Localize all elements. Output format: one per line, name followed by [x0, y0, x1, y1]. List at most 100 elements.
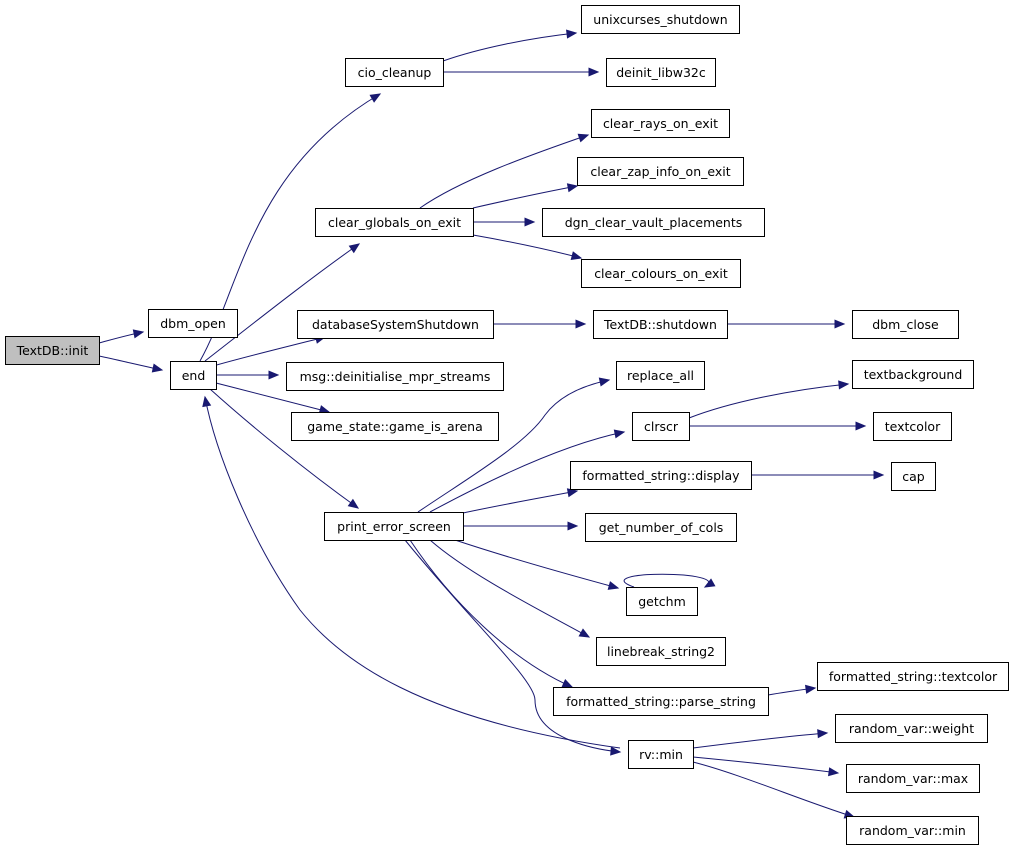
node-box	[591, 109, 730, 138]
node-label: dbm_close	[872, 317, 939, 332]
arrowhead	[610, 746, 622, 756]
node-clear-rays-on-exit[interactable]: clear_rays_on_exit	[591, 109, 730, 138]
arrowhead	[202, 395, 212, 408]
arrowhead	[873, 470, 885, 480]
node-box	[577, 157, 744, 186]
edge-formatted-string-parse-string-to-formatted-string-textcolor	[767, 684, 817, 696]
node-rv-min[interactable]: rv::min	[628, 740, 694, 769]
arrowhead	[703, 578, 716, 588]
node-linebreak-string2[interactable]: linebreak_string2	[596, 637, 726, 666]
arrowhead	[588, 67, 600, 77]
edge-line	[442, 32, 577, 62]
edge-cio-cleanup-to-unixcurses-shutdown	[442, 29, 578, 62]
edge-line	[692, 756, 839, 774]
edge-clear-globals-on-exit-to-clear-colours-on-exit	[472, 234, 583, 261]
arrowhead	[613, 429, 626, 439]
edge-end-to-clear-globals-on-exit	[204, 243, 361, 362]
edge-print-error-screen-to-getchm	[454, 539, 620, 590]
node-textdb-shutdown[interactable]: TextDB::shutdown	[593, 310, 728, 339]
edge-rv-min-to-end	[202, 395, 621, 749]
edge-textdb-init-to-end	[98, 355, 164, 373]
node-box	[291, 412, 499, 441]
arrowhead	[566, 488, 579, 498]
node-formatted-string-parse-string[interactable]: formatted_string::parse_string	[553, 687, 769, 716]
arrowhead	[570, 251, 583, 261]
node-dgn-clear-vault-placements[interactable]: dgn_clear_vault_placements	[542, 208, 765, 237]
node-box	[891, 462, 936, 491]
arrowhead	[805, 684, 817, 694]
edge-textdb-shutdown-to-dbm-close	[727, 319, 846, 329]
edge-cio-cleanup-to-deinit-libw32c	[443, 67, 600, 77]
edge-end-to-game-state-game-is-arena	[215, 382, 331, 415]
node-label: formatted_string::textcolor	[829, 669, 998, 684]
node-dbm-open[interactable]: dbm_open	[148, 309, 238, 338]
edge-print-error-screen-to-formatted-string-parse-string	[409, 539, 574, 688]
edge-formatted-string-display-to-cap	[751, 470, 885, 480]
edge-line	[462, 490, 578, 514]
edge-line	[204, 243, 360, 362]
node-label: clear_rays_on_exit	[603, 116, 718, 131]
node-label: clrscr	[644, 419, 679, 434]
node-box	[315, 208, 474, 237]
edge-line	[417, 379, 610, 513]
node-box	[632, 412, 690, 441]
node-getchm[interactable]: getchm	[626, 587, 698, 616]
arrowhead	[566, 29, 578, 39]
node-print-error-screen[interactable]: print_error_screen	[324, 512, 464, 541]
node-label: textcolor	[885, 419, 941, 434]
node-msg-deinitialise-mpr-streams[interactable]: msg::deinitialise_mpr_streams	[286, 362, 504, 391]
node-label: textbackground	[864, 367, 963, 382]
node-random-var-weight[interactable]: random_var::weight	[835, 714, 988, 743]
node-game-state-game-is-arena[interactable]: game_state::game_is_arena	[291, 412, 499, 441]
node-textdb-init[interactable]: TextDB::init	[5, 336, 100, 365]
edge-line	[204, 396, 621, 749]
node-formatted-string-display[interactable]: formatted_string::display	[570, 461, 752, 490]
node-box	[170, 361, 217, 390]
node-end[interactable]: end	[170, 361, 217, 390]
node-label: TextDB::shutdown	[603, 317, 717, 332]
node-unixcurses-shutdown[interactable]: unixcurses_shutdown	[581, 5, 740, 34]
edge-line	[692, 761, 855, 818]
edge-line	[454, 539, 619, 589]
edge-line	[472, 234, 582, 259]
arrowhead	[817, 729, 829, 739]
node-formatted-string-textcolor[interactable]: formatted_string::textcolor	[817, 662, 1009, 691]
node-label: cio_cleanup	[358, 65, 432, 80]
node-box	[148, 309, 238, 338]
node-box	[324, 512, 464, 541]
arrowhead	[151, 363, 164, 373]
node-box	[542, 208, 765, 237]
node-label: msg::deinitialise_mpr_streams	[300, 369, 491, 384]
node-random-var-min[interactable]: random_var::min	[846, 816, 979, 845]
node-cio-cleanup[interactable]: cio_cleanup	[345, 58, 444, 87]
edge-print-error-screen-to-replace-all	[417, 377, 611, 513]
node-clear-zap-info-on-exit[interactable]: clear_zap_info_on_exit	[577, 157, 744, 186]
node-replace-all[interactable]: replace_all	[616, 361, 705, 390]
node-deinit-libw32c[interactable]: deinit_libw32c	[606, 58, 716, 87]
node-get-number-of-cols[interactable]: get_number_of_cols	[585, 513, 737, 542]
node-clear-colours-on-exit[interactable]: clear_colours_on_exit	[581, 259, 741, 288]
node-label: deinit_libw32c	[616, 65, 706, 80]
node-random-var-max[interactable]: random_var::max	[846, 764, 980, 793]
node-box	[835, 714, 988, 743]
node-label: clear_zap_info_on_exit	[590, 164, 730, 179]
node-label: dgn_clear_vault_placements	[565, 215, 743, 230]
node-clear-globals-on-exit[interactable]: clear_globals_on_exit	[315, 208, 474, 237]
node-label: replace_all	[627, 368, 694, 383]
arrowhead	[268, 370, 280, 380]
node-box	[286, 362, 504, 391]
node-box	[581, 5, 740, 34]
node-cap[interactable]: cap	[891, 462, 936, 491]
node-database-system-shutdown[interactable]: databaseSystemShutdown	[297, 310, 494, 339]
node-dbm-close[interactable]: dbm_close	[852, 310, 959, 339]
node-box	[5, 336, 100, 365]
node-clrscr[interactable]: clrscr	[632, 412, 690, 441]
edge-end-to-msg-deinitialise-mpr-streams	[216, 370, 280, 380]
edge-line	[429, 431, 625, 513]
node-box	[873, 412, 952, 441]
node-textcolor[interactable]: textcolor	[873, 412, 952, 441]
node-box	[570, 461, 752, 490]
edge-print-error-screen-to-formatted-string-display	[462, 488, 579, 514]
node-textbackground[interactable]: textbackground	[852, 360, 974, 389]
